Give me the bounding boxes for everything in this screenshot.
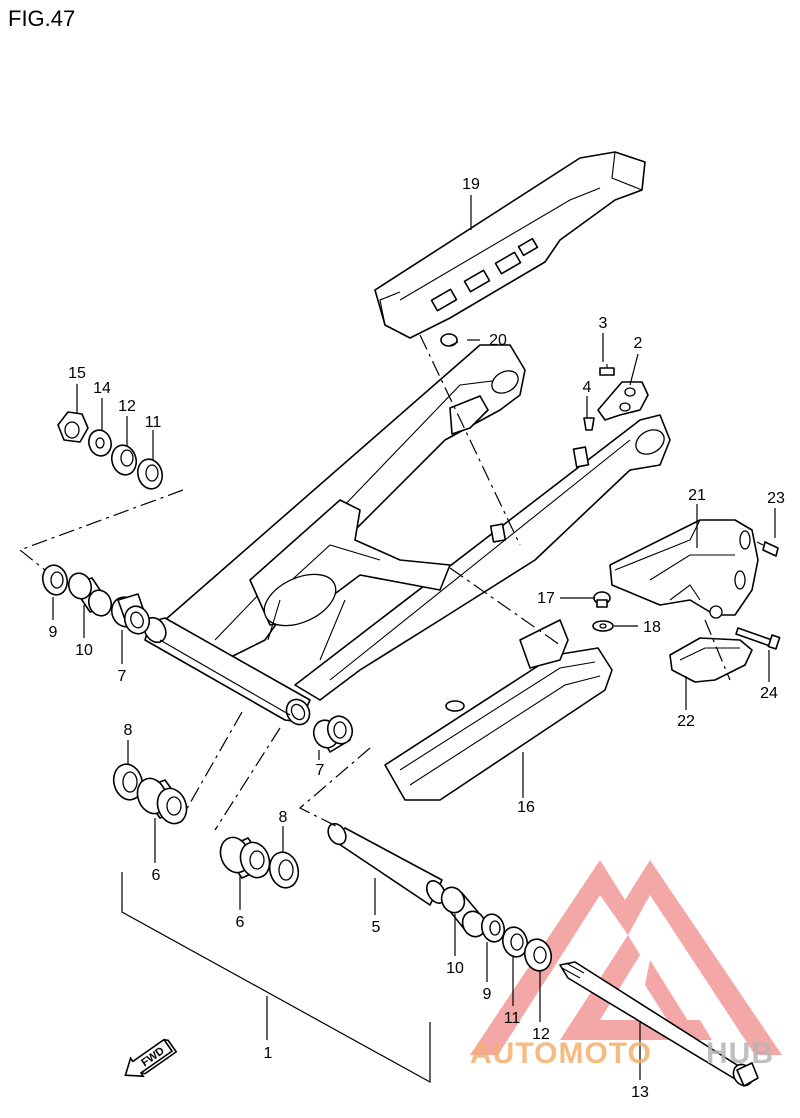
seal-part-9-left — [41, 564, 69, 596]
callout-labels: 19 20 3 2 4 21 23 17 18 24 22 16 15 14 1… — [49, 176, 785, 1101]
callout-21: 21 — [688, 487, 706, 504]
callout-19: 19 — [462, 176, 480, 193]
washer-part-18 — [592, 620, 614, 632]
callout-18: 18 — [643, 619, 661, 636]
callout-8-center: 8 — [279, 809, 288, 826]
spacer-part-10-right — [440, 886, 487, 938]
callout-5: 5 — [372, 919, 381, 936]
watermark-brand-part1: AUTOMOTO — [470, 1037, 652, 1070]
callout-10-right: 10 — [446, 960, 464, 977]
callout-10-left: 10 — [75, 642, 93, 659]
bushing-part-6-center — [219, 836, 271, 879]
cap-part-12-right — [523, 938, 553, 972]
callout-3: 3 — [599, 315, 608, 332]
chain-slider-part-16 — [384, 619, 613, 801]
seal-part-8-left — [112, 763, 144, 801]
sleeve-part-5 — [327, 822, 446, 906]
callout-1: 1 — [264, 1045, 273, 1062]
assembly-dash-lines — [18, 334, 731, 831]
cap-part-12-top — [110, 444, 138, 476]
callout-9-right: 9 — [483, 986, 492, 1003]
nut-part-15 — [57, 411, 89, 443]
bushing-part-6-left — [136, 777, 188, 825]
callout-6-center: 6 — [236, 914, 245, 931]
callout-9-left: 9 — [49, 624, 58, 641]
callout-4: 4 — [583, 379, 592, 396]
callout-14: 14 — [93, 380, 111, 397]
automotohub-logo — [470, 860, 782, 1055]
bolt-part-20 — [440, 333, 459, 347]
screw-part-17 — [593, 591, 611, 608]
callout-6-left: 6 — [152, 867, 161, 884]
callout-13: 13 — [631, 1084, 649, 1101]
bearing-part-7-center — [312, 715, 354, 753]
callout-11-right: 11 — [504, 1010, 521, 1027]
callout-8-left: 8 — [124, 722, 133, 739]
callout-7-center: 7 — [316, 762, 325, 779]
callout-leaders — [52, 195, 776, 1080]
bolt-part-3 — [599, 364, 615, 376]
bearing-part-7-left — [110, 593, 151, 635]
guard-plate-part-22 — [669, 637, 753, 683]
bracket-part-21 — [609, 519, 759, 619]
callout-24: 24 — [760, 685, 778, 702]
callout-7-left: 7 — [118, 668, 127, 685]
watermark-brand-part2: HUB — [706, 1037, 774, 1070]
seal-part-11-right — [501, 926, 529, 958]
bolt-part-24 — [735, 627, 781, 650]
callout-2: 2 — [634, 335, 643, 352]
pivot-shaft-part-13 — [559, 961, 759, 1087]
callout-16: 16 — [517, 799, 535, 816]
washer-part-14 — [88, 429, 112, 457]
callout-12-right: 12 — [532, 1026, 550, 1043]
chain-guard-part-19 — [374, 151, 646, 339]
plate-part-2 — [597, 381, 649, 421]
callout-15: 15 — [68, 365, 86, 382]
seal-part-11-top — [136, 458, 164, 490]
seal-part-8-center — [268, 851, 300, 889]
callout-17: 17 — [537, 590, 555, 607]
callout-12-top: 12 — [118, 398, 136, 415]
callout-20: 20 — [489, 332, 507, 349]
assembly-bracket-part-1 — [121, 872, 431, 1084]
spacer-part-10-left — [67, 572, 113, 617]
seal-part-9-right — [480, 913, 506, 943]
callout-23: 23 — [767, 490, 785, 507]
bolt-part-23 — [756, 541, 779, 557]
watermark-text: AUTOMOTO HUB — [470, 1037, 774, 1070]
fwd-arrow-icon: FWD — [124, 1038, 178, 1078]
callout-11-top: 11 — [145, 414, 162, 431]
screw-part-4 — [583, 417, 595, 431]
figure-title: FIG.47 — [8, 6, 75, 31]
swingarm-part-1 — [143, 344, 671, 726]
callout-22: 22 — [677, 713, 695, 730]
